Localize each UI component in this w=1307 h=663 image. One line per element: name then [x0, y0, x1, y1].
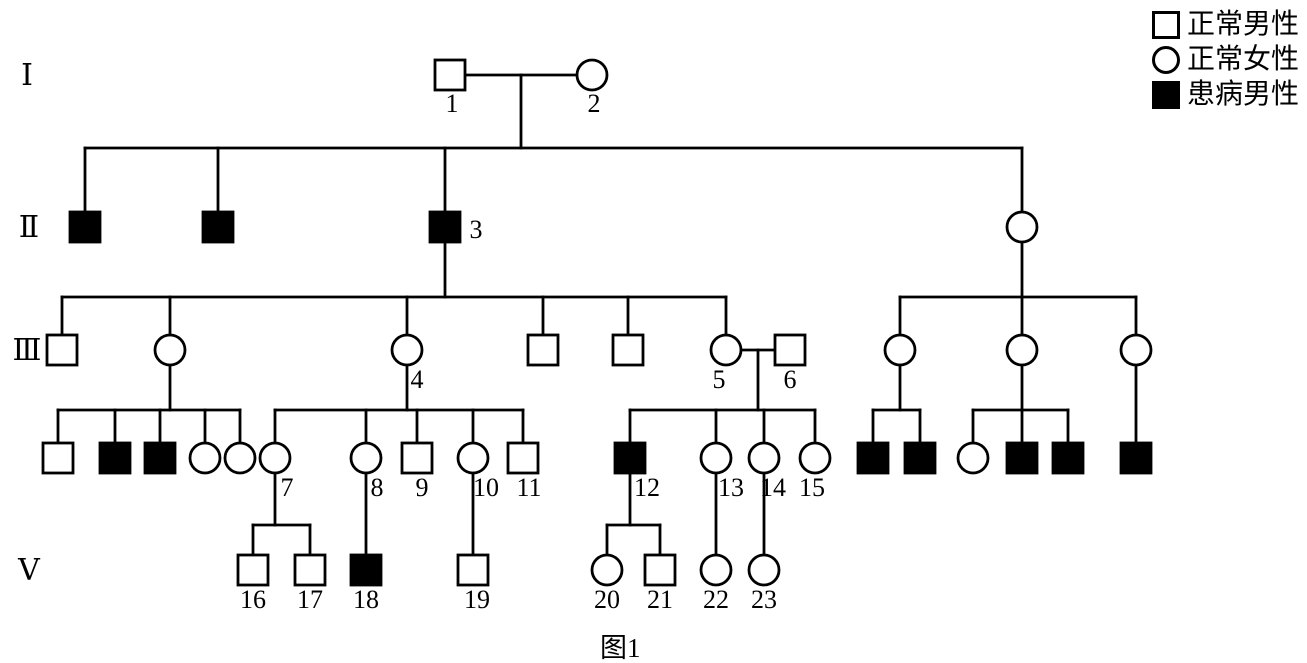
individual-IV-c	[143, 441, 177, 475]
legend: 正常男性 正常女性 患病男性	[1151, 9, 1299, 115]
individual-IV-12-number: 12	[634, 473, 660, 502]
individual-III-b	[153, 333, 187, 367]
legend-item-normal-female: 正常女性	[1151, 44, 1299, 75]
individual-I-2	[575, 58, 609, 92]
individual-IV-9	[400, 441, 434, 475]
individual-V-16-number: 16	[240, 585, 266, 614]
individual-II-b	[201, 210, 235, 244]
individual-IV-b	[98, 441, 132, 475]
individual-IV-8-number: 8	[371, 473, 384, 502]
individual-IV-e	[223, 441, 257, 475]
generation-label-1: Ⅰ	[21, 58, 33, 93]
generation-label-3: Ⅲ	[13, 333, 42, 368]
individual-V-19-number: 19	[464, 585, 490, 614]
generation-label-2: Ⅱ	[19, 210, 39, 245]
individual-III-g	[1119, 333, 1153, 367]
figure-caption: 图1	[600, 633, 641, 663]
individual-II-3-number: 3	[470, 215, 483, 244]
individual-IV-i	[1005, 441, 1039, 475]
individual-V-23-number: 23	[751, 585, 777, 614]
legend-label-normal-male: 正常男性	[1186, 9, 1299, 40]
individual-IV-7	[258, 441, 292, 475]
individual-III-5-number: 5	[713, 365, 726, 394]
individual-IV-a	[41, 441, 75, 475]
individual-IV-13-number: 13	[718, 473, 744, 502]
individual-IV-8	[349, 441, 383, 475]
individual-IV-15	[798, 441, 832, 475]
individual-I-1	[433, 58, 467, 92]
individual-IV-10	[456, 441, 490, 475]
individual-III-6-number: 6	[784, 365, 797, 394]
individual-II-3	[428, 210, 462, 244]
individual-V-21-number: 21	[647, 585, 673, 614]
individual-V-17-number: 17	[297, 585, 323, 614]
individual-IV-h	[956, 441, 990, 475]
individual-IV-9-number: 9	[416, 473, 429, 502]
individual-IV-11-number: 11	[516, 473, 541, 502]
normal-male-symbol-icon	[1151, 11, 1180, 39]
individual-IV-15-number: 15	[799, 473, 825, 502]
individual-IV-10-number: 10	[473, 473, 499, 502]
individual-IV-13	[699, 441, 733, 475]
legend-item-normal-male: 正常男性	[1151, 9, 1299, 40]
individual-IV-g	[903, 441, 937, 475]
individual-V-23	[747, 553, 781, 587]
legend-label-normal-female: 正常女性	[1186, 44, 1299, 75]
individual-III-e	[883, 333, 917, 367]
individual-V-19	[456, 553, 490, 587]
individual-III-6	[773, 333, 807, 367]
individual-IV-f	[856, 441, 890, 475]
individual-III-a	[45, 333, 79, 367]
individual-I-1-number: 1	[446, 89, 459, 118]
individual-V-20-number: 20	[594, 585, 620, 614]
individual-V-17	[293, 553, 327, 587]
individual-IV-d	[188, 441, 222, 475]
normal-female-symbol-icon	[1151, 46, 1180, 74]
individual-IV-j	[1051, 441, 1085, 475]
individual-I-2-number: 2	[588, 89, 601, 118]
individual-II-a	[68, 210, 102, 244]
individual-III-4	[390, 333, 424, 367]
legend-label-affected-male: 患病男性	[1186, 79, 1299, 110]
individual-V-20	[590, 553, 624, 587]
affected-male-symbol-icon	[1151, 81, 1180, 109]
individual-V-16	[236, 553, 270, 587]
individual-IV-12	[613, 441, 647, 475]
individual-V-18-number: 18	[353, 585, 379, 614]
generation-label-4: Ⅴ	[17, 553, 41, 588]
individual-IV-k	[1119, 441, 1153, 475]
individual-III-d	[611, 333, 645, 367]
individual-III-c	[526, 333, 560, 367]
individual-II-c	[1005, 210, 1039, 244]
individual-IV-14	[747, 441, 781, 475]
individual-III-f	[1005, 333, 1039, 367]
individual-V-22-number: 22	[703, 585, 729, 614]
individual-III-5	[709, 333, 743, 367]
legend-item-affected-male: 患病男性	[1151, 79, 1299, 110]
individual-III-4-number: 4	[411, 365, 424, 394]
individual-V-21	[643, 553, 677, 587]
individual-IV-7-number: 7	[281, 473, 294, 502]
individual-V-18	[349, 553, 383, 587]
individual-V-22	[699, 553, 733, 587]
individual-IV-11	[506, 441, 540, 475]
individual-IV-14-number: 14	[760, 473, 786, 502]
